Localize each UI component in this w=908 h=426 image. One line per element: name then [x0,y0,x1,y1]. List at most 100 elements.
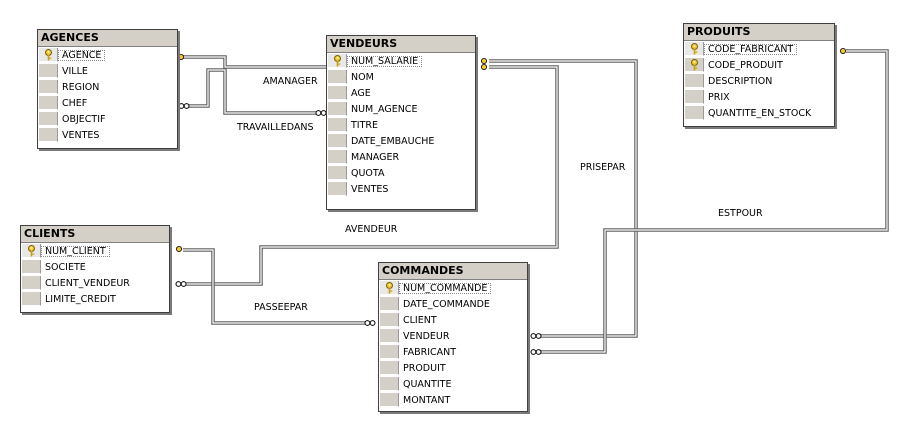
column-name: CODE_PRODUIT [708,59,783,71]
infinity-end-icon [535,333,542,339]
row-selector [22,260,41,274]
column-row[interactable]: NUM_CLIENT [21,243,169,259]
column-row[interactable]: CLIENT_VENDEUR [21,275,169,291]
column-name: QUANTITE_EN_STOCK [708,107,812,119]
column-row[interactable]: NOM [327,69,475,85]
row-selector [380,393,399,407]
column-row[interactable]: TITRE [327,117,475,133]
infinity-end-icon [175,281,182,287]
relation-label-passeepar: PASSEEPAR [254,302,308,313]
table-commandes[interactable]: COMMANDES NUM_COMMANDE DATE_COMMANDE CLIEN… [378,262,528,412]
column-name: PRODUIT [403,362,446,374]
row-selector [39,128,58,142]
column-row[interactable]: MONTANT [379,392,527,408]
column-name: NUM_SALARIE [347,55,423,67]
row-selector [380,329,399,343]
row-selector [39,112,58,126]
table-produits[interactable]: PRODUITS CODE_FABRICANT CODE_PRODUIT DESCR… [683,23,835,127]
column-row[interactable]: PRODUIT [379,360,527,376]
column-name: LIMITE_CREDIT [45,293,116,305]
row-selector [380,297,399,311]
column-name: NUM_COMMANDE [399,282,492,294]
column-name: VENTES [351,183,389,195]
row-selector [380,345,399,359]
column-row[interactable]: NUM_AGENCE [327,101,475,117]
column-row[interactable]: CODE_FABRICANT [684,41,834,57]
column-name: CLIENT [403,314,437,326]
key-icon [27,244,35,256]
row-selector [685,74,704,88]
relation-label-estpour: ESTPOUR [718,208,763,219]
row-selector [328,102,347,116]
column-row[interactable]: LIMITE_CREDIT [21,291,169,307]
column-name: TITRE [351,119,379,131]
table-title[interactable]: CLIENTS [21,226,169,243]
column-row[interactable]: AGENCE [38,47,177,63]
column-row[interactable]: QUANTITE [379,376,527,392]
column-row[interactable]: QUOTA [327,165,475,181]
column-row[interactable]: DATE_COMMANDE [379,296,527,312]
table-title[interactable]: PRODUITS [684,24,834,41]
row-selector [328,134,347,148]
row-selector [22,244,41,258]
table-title[interactable]: COMMANDES [379,263,527,280]
row-selector [328,166,347,180]
column-row[interactable]: VENDEUR [379,328,527,344]
column-name: AGENCE [58,49,106,61]
column-row[interactable]: VILLE [38,63,177,79]
table-title[interactable]: AGENCES [38,30,177,47]
column-row[interactable]: QUANTITE_EN_STOCK [684,105,834,121]
column-row[interactable]: DESCRIPTION [684,73,834,89]
infinity-end-icon [315,110,322,116]
table-title[interactable]: VENDEURS [327,36,475,53]
row-selector [685,58,704,72]
column-row[interactable]: CODE_PRODUIT [684,57,834,73]
key-end-icon [177,54,184,61]
relation-avendeur-inner [186,66,558,285]
column-name: QUANTITE [403,378,452,390]
row-selector [39,64,58,78]
column-row[interactable]: VENTES [38,127,177,143]
key-end-icon [175,245,182,252]
column-row[interactable]: VENTES [327,181,475,197]
relation-amanager[interactable] [183,55,326,69]
row-selector [328,70,347,84]
row-selector [380,377,399,391]
column-row[interactable]: SOCIETE [21,259,169,275]
key-end-icon [480,64,487,71]
column-name: MONTANT [403,394,451,406]
infinity-end-icon [178,103,185,109]
column-row[interactable]: CLIENT [379,312,527,328]
relation-label-prisepar: PRISEPAR [580,162,626,173]
row-selector [328,54,347,68]
column-row[interactable]: CHEF [38,95,177,111]
column-row[interactable]: DATE_EMBAUCHE [327,133,475,149]
column-name: NUM_CLIENT [41,245,110,257]
column-row[interactable]: OBJECTIF [38,111,177,127]
row-selector [22,276,41,290]
column-row[interactable]: FABRICANT [379,344,527,360]
column-name: QUOTA [351,167,385,179]
key-icon [690,42,698,54]
infinity-end-icon [180,281,187,287]
column-row[interactable]: PRIX [684,89,834,105]
column-row[interactable]: NUM_SALARIE [327,53,475,69]
column-row[interactable]: NUM_COMMANDE [379,280,527,296]
relation-label-amanager: AMANAGER [263,76,318,87]
column-row[interactable]: REGION [38,79,177,95]
key-icon [333,54,341,66]
column-row[interactable]: MANAGER [327,149,475,165]
column-row[interactable]: AGE [327,85,475,101]
relation-estpour-inner [540,50,888,353]
column-name: VENTES [62,129,100,141]
table-columns: NUM_COMMANDE DATE_COMMANDE CLIENT VENDEUR FA… [379,280,527,408]
column-name: FABRICANT [403,346,457,358]
column-name: CODE_FABRICANT [704,43,798,55]
